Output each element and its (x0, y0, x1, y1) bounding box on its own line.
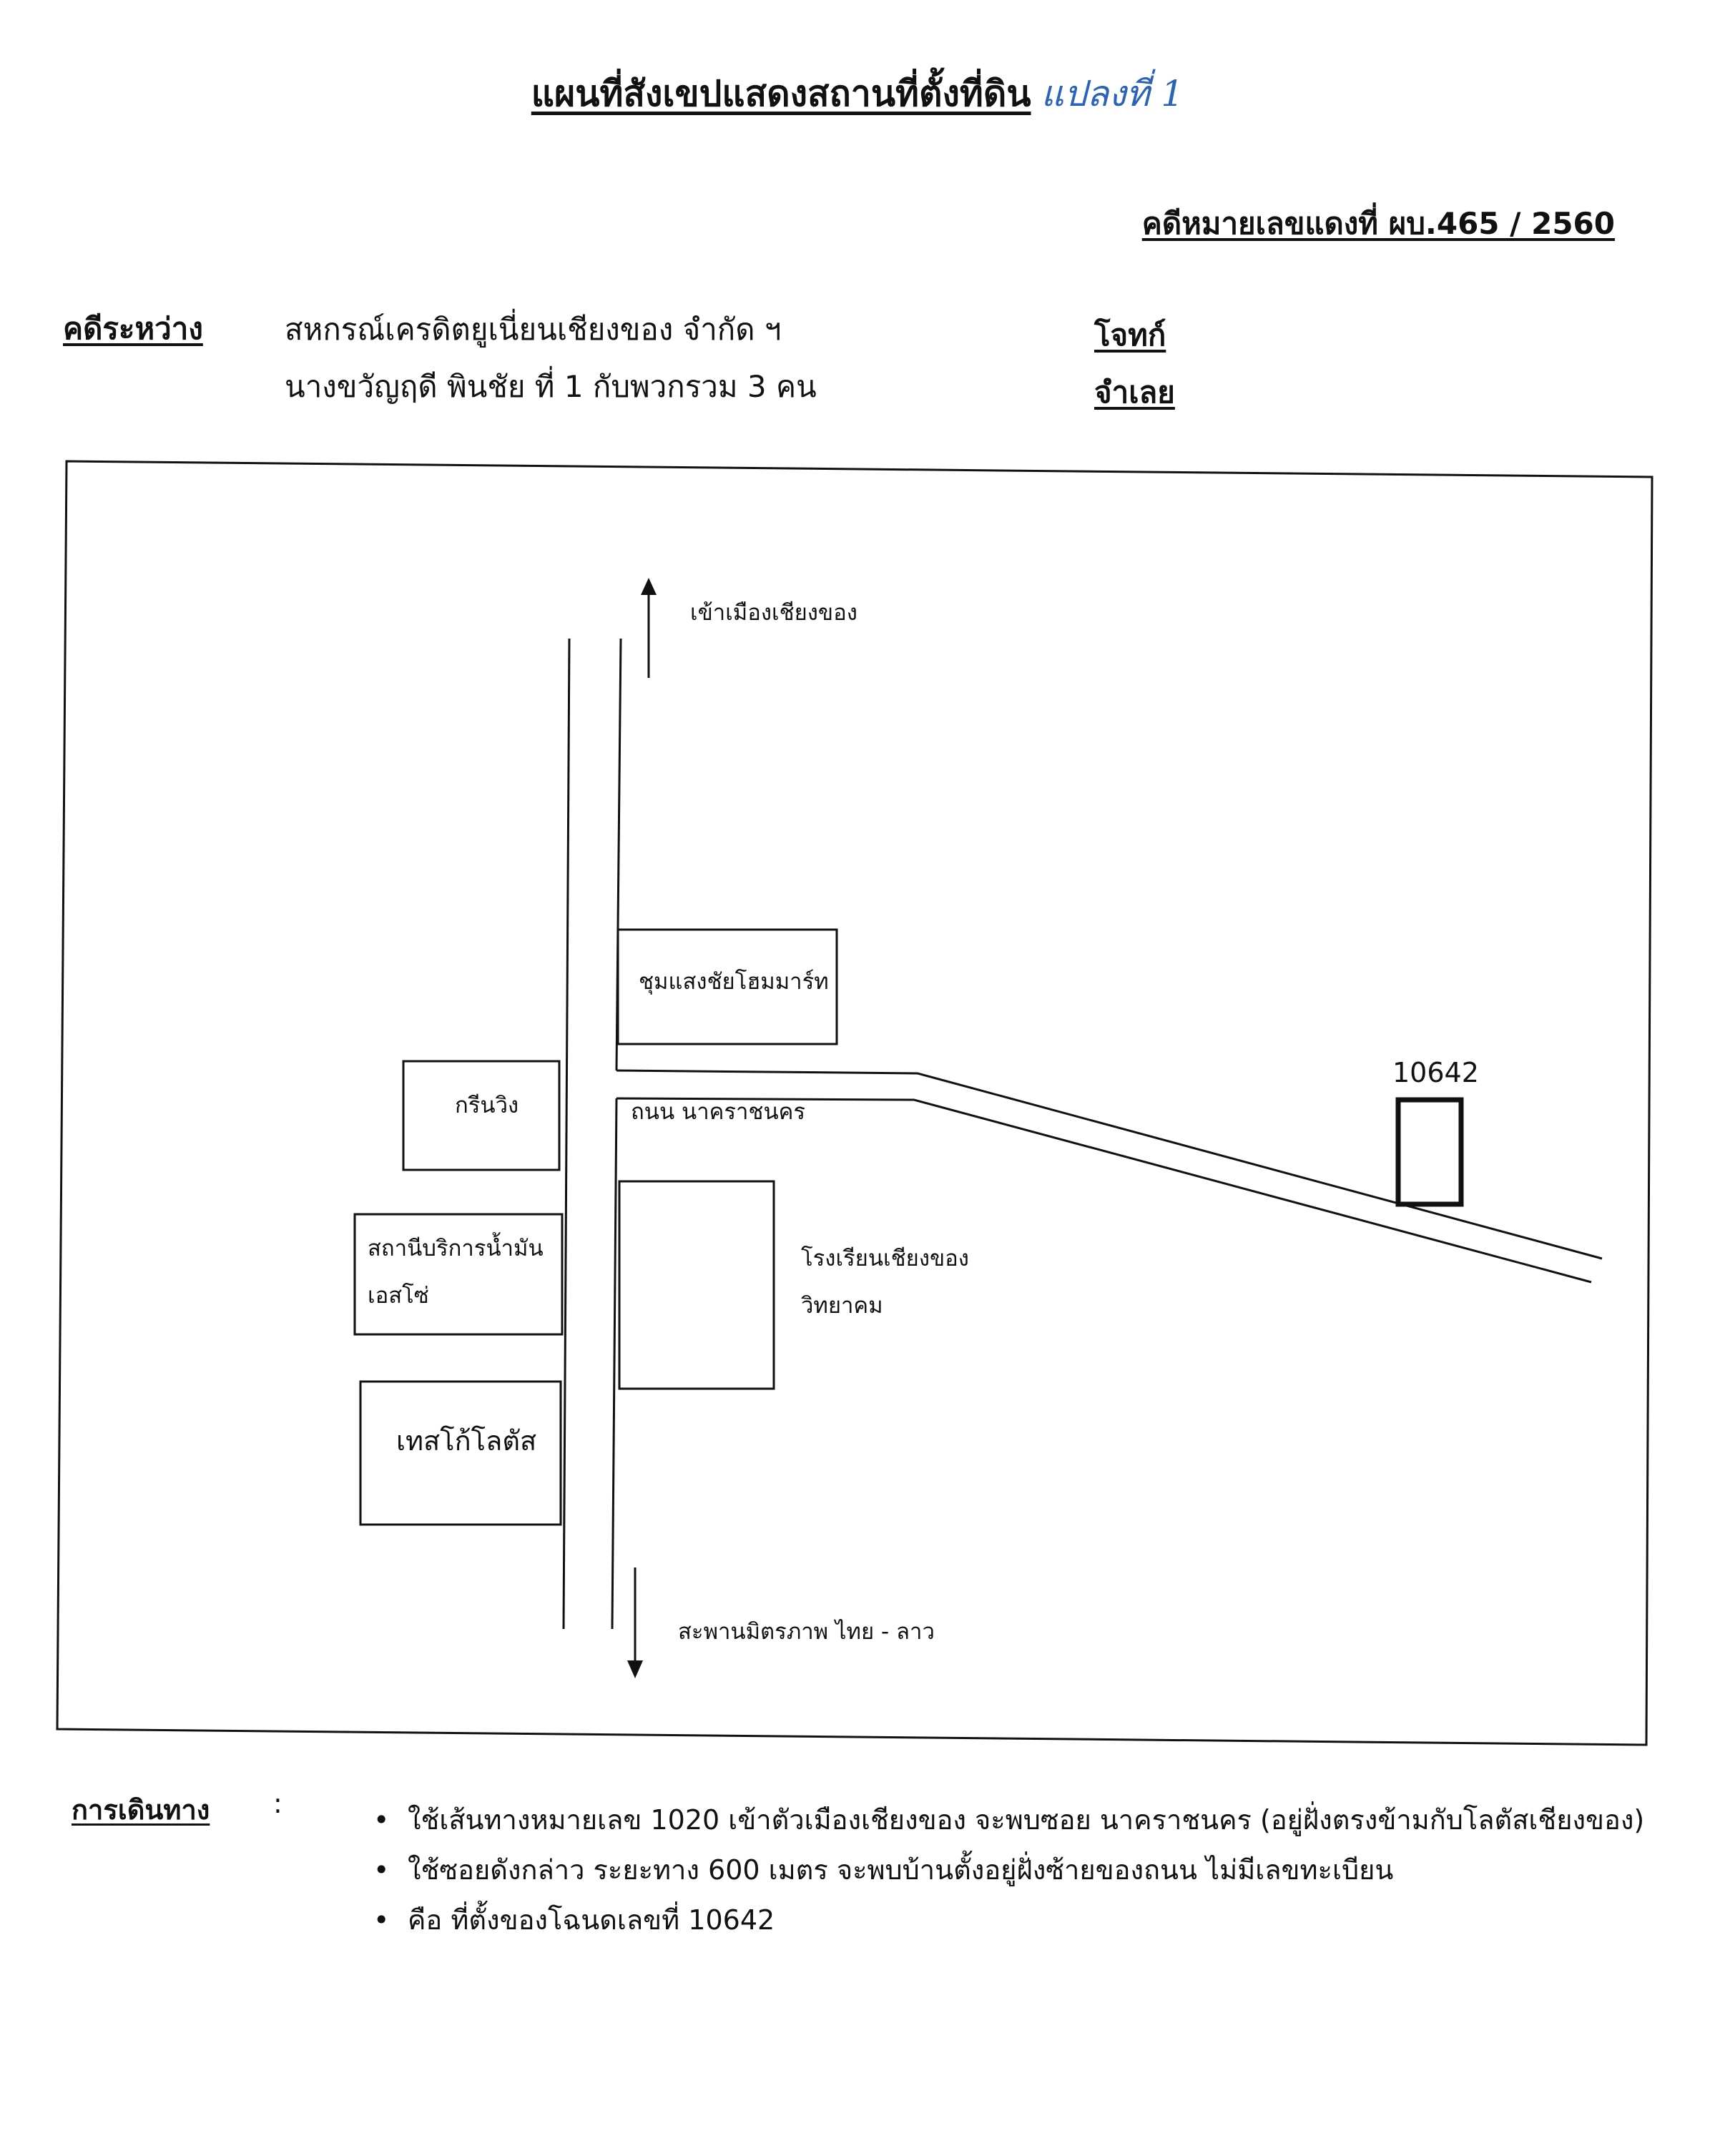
case-number: คดีหมายเลขแดงที่ ผบ.465 / 2560 (1141, 206, 1615, 241)
directions-label: การเดินทาง (72, 1794, 210, 1826)
handwritten-note: แปลงที่ 1 (1041, 73, 1184, 114)
home-mart-box (616, 928, 838, 1045)
school-label-line2: วิทยาคม (800, 1293, 883, 1319)
side-road-edge-north (616, 1069, 1603, 1260)
tesco-box (359, 1380, 562, 1526)
direction-text: ใช้เส้นทางหมายเลข 1020 เข้าตัวเมืองเชียง… (408, 1804, 1645, 1836)
direction-item: • ใช้เส้นทางหมายเลข 1020 เข้าตัวเมืองเชีย… (373, 1798, 1644, 1841)
bullet-icon: • (373, 1804, 390, 1836)
main-road-edge-right-south (611, 1098, 618, 1630)
title-text: แผนที่สังเขปแสดงสถานที่ตั้งที่ดิน (531, 73, 1031, 114)
side-road-edge-south (616, 1097, 1592, 1284)
parties-label: คดีระหว่าง (63, 311, 203, 346)
green-wing-label: กรีนวิง (455, 1093, 519, 1118)
bullet-icon: • (373, 1904, 390, 1936)
parcel-marker (1395, 1097, 1464, 1207)
directions-colon: : (273, 1788, 282, 1819)
defendant-role: จำเลย (1094, 375, 1175, 410)
south-arrow-icon (627, 1660, 643, 1678)
main-road-edge-left (562, 638, 571, 1630)
gas-station-box (353, 1213, 564, 1336)
green-wing-box (402, 1060, 561, 1171)
direction-text: คือ ที่ตั้งของโฉนดเลขที่ 10642 (408, 1904, 775, 1936)
plaintiff-name: สหกรณ์เครดิตยูเนี่ยนเชียงของ จำกัด ฯ (285, 312, 782, 347)
map-frame (56, 460, 1653, 1746)
north-direction-label: เข้าเมืองเชียงของ (690, 600, 858, 626)
direction-item: • คือ ที่ตั้งของโฉนดเลขที่ 10642 (373, 1898, 775, 1941)
direction-item: • ใช้ซอยดังกล่าว ระยะทาง 600 เมตร จะพบบ้า… (373, 1848, 1393, 1891)
north-arrow-icon (641, 578, 657, 595)
plaintiff-role: โจทก์ (1094, 318, 1166, 353)
school-box (618, 1180, 775, 1390)
side-road-label: ถนน นาคราชนคร (631, 1099, 805, 1125)
defendant-name: นางขวัญฤดี พินชัย ที่ 1 กับพวกรวม 3 คน (285, 369, 817, 404)
parcel-number-label: 10642 (1392, 1057, 1479, 1088)
home-mart-label: ชุมแสงชัยโฮมมาร์ท (639, 969, 829, 995)
gas-station-label-line1: สถานีบริการน้ำมัน (368, 1232, 544, 1261)
tesco-label: เทสโก้โลตัส (396, 1425, 536, 1457)
gas-station-label-line2: เอสโซ่ (368, 1283, 429, 1309)
direction-text: ใช้ซอยดังกล่าว ระยะทาง 600 เมตร จะพบบ้าน… (408, 1854, 1394, 1886)
school-label-line1: โรงเรียนเชียงของ (801, 1246, 969, 1271)
bullet-icon: • (373, 1854, 390, 1886)
page-title: แผนที่สังเขปแสดงสถานที่ตั้งที่ดินแปลงที่… (0, 66, 1715, 122)
south-direction-label: สะพานมิตรภาพ ไทย - ลาว (678, 1619, 935, 1645)
